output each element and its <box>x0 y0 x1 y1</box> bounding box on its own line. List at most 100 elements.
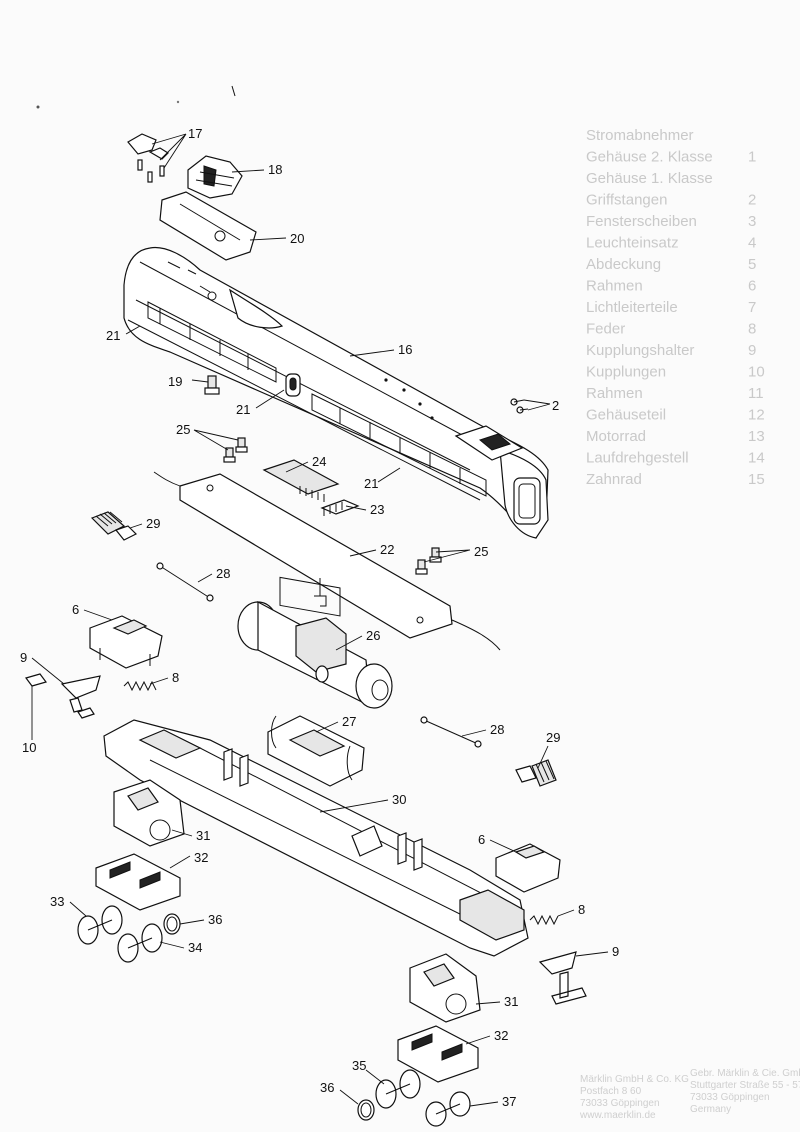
callout-21-c: 21 <box>364 476 378 491</box>
callout-30: 30 <box>392 792 406 807</box>
callout-21-b: 21 <box>236 402 250 417</box>
part-26-motor <box>237 600 393 709</box>
part-28-cardan-shaft-2 <box>420 716 482 748</box>
ghost-row-number: 7 <box>748 299 756 316</box>
ghost-row-name: Gehäuse 1. Klasse <box>586 170 713 187</box>
leader-lines <box>31 133 609 1107</box>
ghost-row-number: 13 <box>748 428 765 445</box>
part-37-wheelset <box>425 1091 471 1127</box>
part-28-cardan-shaft <box>156 562 214 602</box>
part-27-motor-mount <box>267 715 365 787</box>
part-33-wheelset <box>77 905 123 945</box>
part-36-traction-tire <box>163 913 181 935</box>
ghost-row-name: Laufdrehgestell <box>586 450 689 467</box>
callout-28: 28 <box>216 566 230 581</box>
part-35-wheelset <box>375 1069 421 1109</box>
ghost-row-name: Motorrad <box>586 428 646 445</box>
speck <box>36 105 40 109</box>
ghost-footer-left-line: Postfach 8 60 <box>580 1086 642 1097</box>
part-19-screw <box>204 375 220 395</box>
callout-8: 8 <box>172 670 179 685</box>
part-6-coupling-housing-2 <box>495 843 561 893</box>
part-36-traction-tire-2 <box>357 1099 375 1121</box>
ghost-footer-left-line: www.maerklin.de <box>579 1110 656 1121</box>
part-32-gear-block-2 <box>397 1025 479 1083</box>
callout-20: 20 <box>290 231 304 246</box>
part-9-coupling-2 <box>538 951 587 1005</box>
ghost-row-number: 6 <box>748 278 756 295</box>
ghost-row-name: Rahmen <box>586 278 643 295</box>
part-20-roof-plate <box>159 191 257 261</box>
callout-34: 34 <box>188 940 202 955</box>
part-17-pantograph-parts <box>127 133 169 183</box>
ghost-footer-right-line: Germany <box>690 1104 731 1115</box>
ghost-footer-right-line: 73033 Göppingen <box>690 1092 770 1103</box>
ghost-row-number: 8 <box>748 321 756 338</box>
callout-23: 23 <box>370 502 384 517</box>
callout-2: 2 <box>552 398 559 413</box>
ghost-footer-left-line: Märklin GmbH & Co. KG <box>580 1074 689 1085</box>
part-22-circuit-plate <box>153 471 501 651</box>
callout-21: 21 <box>106 328 120 343</box>
ghost-row-name: Abdeckung <box>586 256 661 273</box>
ghost-row-number: 12 <box>748 407 765 424</box>
ghost-row-number: 11 <box>748 385 764 402</box>
callout-19: 19 <box>168 374 182 389</box>
ghost-row-name: Zahnrad <box>586 471 642 488</box>
callout-29-b: 29 <box>546 730 560 745</box>
speck <box>231 85 236 97</box>
callout-35: 35 <box>352 1058 366 1073</box>
callout-33: 33 <box>50 894 64 909</box>
speck <box>176 100 180 104</box>
ghost-row-name: Kupplungshalter <box>586 342 694 359</box>
callout-16: 16 <box>398 342 412 357</box>
ghost-row-number: 5 <box>748 256 756 273</box>
ghost-row-name: Feder <box>586 321 625 338</box>
part-32-gear-block <box>95 853 181 911</box>
callout-31: 31 <box>196 828 210 843</box>
part-8-spring-2 <box>529 914 559 926</box>
ghost-row-name: Leuchteinsatz <box>586 235 679 252</box>
part-23-connector <box>320 499 360 516</box>
callout-32-b: 32 <box>494 1028 508 1043</box>
callout-9-b: 9 <box>612 944 619 959</box>
part-10-coupling-head <box>24 673 48 687</box>
callout-8-b: 8 <box>578 902 585 917</box>
part-18-pantograph-base <box>187 155 243 199</box>
callout-22: 22 <box>380 542 394 557</box>
callout-18: 18 <box>268 162 282 177</box>
ghost-row-name: Griffstangen <box>586 192 667 209</box>
part-16-body-shell <box>123 246 549 539</box>
callout-37: 37 <box>502 1094 516 1109</box>
part-31-bogie-frame-2 <box>409 953 481 1023</box>
ghost-row-number: 10 <box>748 364 765 381</box>
part-34-wheelset <box>117 923 163 963</box>
callout-17: 17 <box>188 126 202 141</box>
callout-26: 26 <box>366 628 380 643</box>
ghost-footer-right-line: Gebr. Märklin & Cie. GmbH <box>690 1068 800 1079</box>
part-31-bogie-frame <box>113 779 185 847</box>
ghost-row-number: 3 <box>748 213 756 230</box>
callout-25-b: 25 <box>474 544 488 559</box>
part-30-chassis-frame <box>103 719 529 957</box>
part-8-spring <box>123 680 157 692</box>
part-2-grab-handles <box>510 398 529 414</box>
part-29-worm-gear-2 <box>515 759 557 787</box>
callout-labels: 17 18 20 21 16 19 21 2 25 24 21 23 29 22… <box>20 126 619 1109</box>
ghost-row-number: 15 <box>748 471 765 488</box>
ghost-row-name: Lichtleiterteile <box>586 299 678 316</box>
ghost-row-number: 1 <box>748 149 756 166</box>
callout-28-b: 28 <box>490 722 504 737</box>
ghost-row-number: 9 <box>748 342 756 359</box>
callout-27: 27 <box>342 714 356 729</box>
part-24-decoder-board <box>262 459 340 502</box>
callout-29: 29 <box>146 516 160 531</box>
ghost-footer-left-line: 73033 Göppingen <box>580 1098 660 1109</box>
ghost-footer-right-line: Stuttgarter Straße 55 - 57 <box>690 1080 800 1091</box>
part-6-coupling-housing <box>89 615 163 669</box>
callout-6: 6 <box>72 602 79 617</box>
ghost-row-name: Kupplungen <box>586 364 666 381</box>
